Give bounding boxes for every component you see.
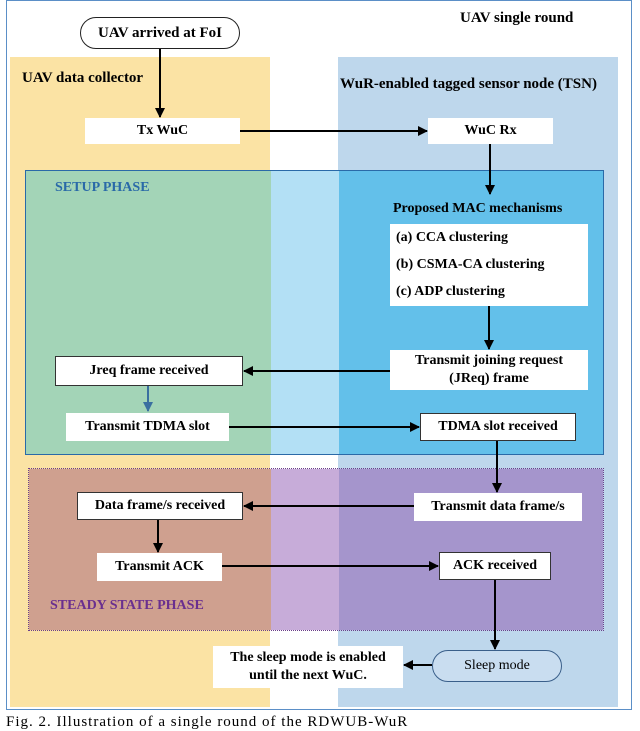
mac-mechanisms-list: (a) CCA clustering (b) CSMA-CA clusterin… (390, 224, 588, 306)
jreq-received-node: Jreq frame received (55, 356, 243, 386)
sleep-note-line2: until the next WuC. (249, 668, 367, 683)
wuc-rx-node: WuC Rx (428, 118, 553, 144)
mac-option-adp: (c) ADP clustering (396, 284, 505, 299)
round-label: UAV single round (460, 10, 574, 26)
transmit-jreq-line2: (JReq) frame (449, 371, 529, 386)
tdma-received-node: TDMA slot received (420, 413, 576, 441)
data-received-node: Data frame/s received (77, 492, 243, 520)
transmit-jreq-line1: Transmit joining request (414, 353, 564, 368)
transmit-ack-node: Transmit ACK (97, 553, 222, 581)
setup-phase-title: SETUP PHASE (55, 180, 150, 195)
sleep-note-line1: The sleep mode is enabled (230, 650, 386, 665)
sleep-mode-node: Sleep mode (432, 650, 562, 682)
mac-mechanisms-title: Proposed MAC mechanisms (393, 201, 563, 216)
mac-option-csma: (b) CSMA-CA clustering (396, 257, 545, 272)
mac-option-cca: (a) CCA clustering (396, 230, 508, 245)
transmit-data-node: Transmit data frame/s (414, 493, 582, 521)
ack-received-node: ACK received (439, 552, 551, 580)
tx-wuc-node: Tx WuC (85, 118, 240, 144)
figure-caption: Fig. 2. Illustration of a single round o… (6, 714, 409, 730)
transmit-tdma-node: Transmit TDMA slot (66, 413, 229, 441)
setup-phase-region (25, 170, 604, 455)
start-node: UAV arrived at FoI (80, 17, 240, 49)
sleep-note-node: The sleep mode is enabled until the next… (213, 646, 403, 688)
transmit-jreq-node: Transmit joining request (JReq) frame (390, 350, 588, 390)
right-column-title: WuR-enabled tagged sensor node (TSN) (340, 76, 597, 92)
left-column-title: UAV data collector (22, 70, 144, 86)
steady-phase-title: STEADY STATE PHASE (50, 598, 204, 613)
figure-frame (6, 0, 632, 710)
